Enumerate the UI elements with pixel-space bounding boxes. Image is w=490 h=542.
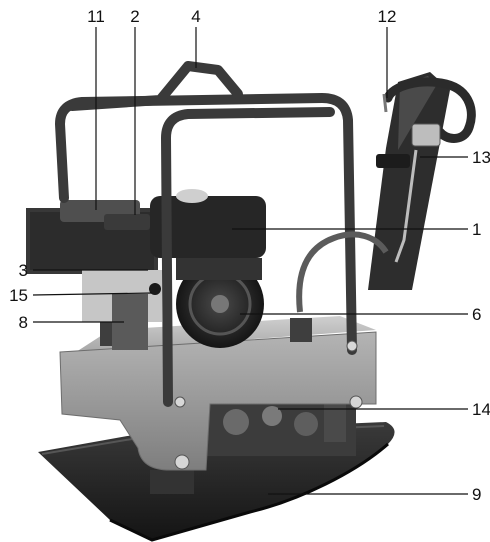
- callout-11: 11: [87, 7, 105, 26]
- callout-12: 12: [378, 7, 397, 26]
- rollover-frame: [55, 61, 357, 407]
- callout-6: 6: [472, 305, 481, 324]
- engine: [26, 189, 266, 350]
- handle-arm: [368, 72, 476, 290]
- leader-15: [32, 292, 153, 296]
- leader-lines: [32, 27, 468, 495]
- frame-bolts: [174, 340, 358, 408]
- exciter-unit: [150, 394, 356, 494]
- callout-14: 14: [472, 400, 490, 419]
- callout-15: 15: [9, 286, 28, 305]
- callout-1: 1: [472, 220, 481, 239]
- callout-8: 8: [19, 313, 28, 332]
- hydraulic-hose: [296, 231, 389, 313]
- callout-labels: 11 2 4 12 13 1 3 15 8 6 14 9: [9, 7, 490, 504]
- callout-13: 13: [472, 148, 490, 167]
- callout-3: 3: [19, 261, 28, 280]
- callout-9: 9: [472, 485, 481, 504]
- callout-4: 4: [191, 7, 200, 26]
- callout-2: 2: [130, 7, 139, 26]
